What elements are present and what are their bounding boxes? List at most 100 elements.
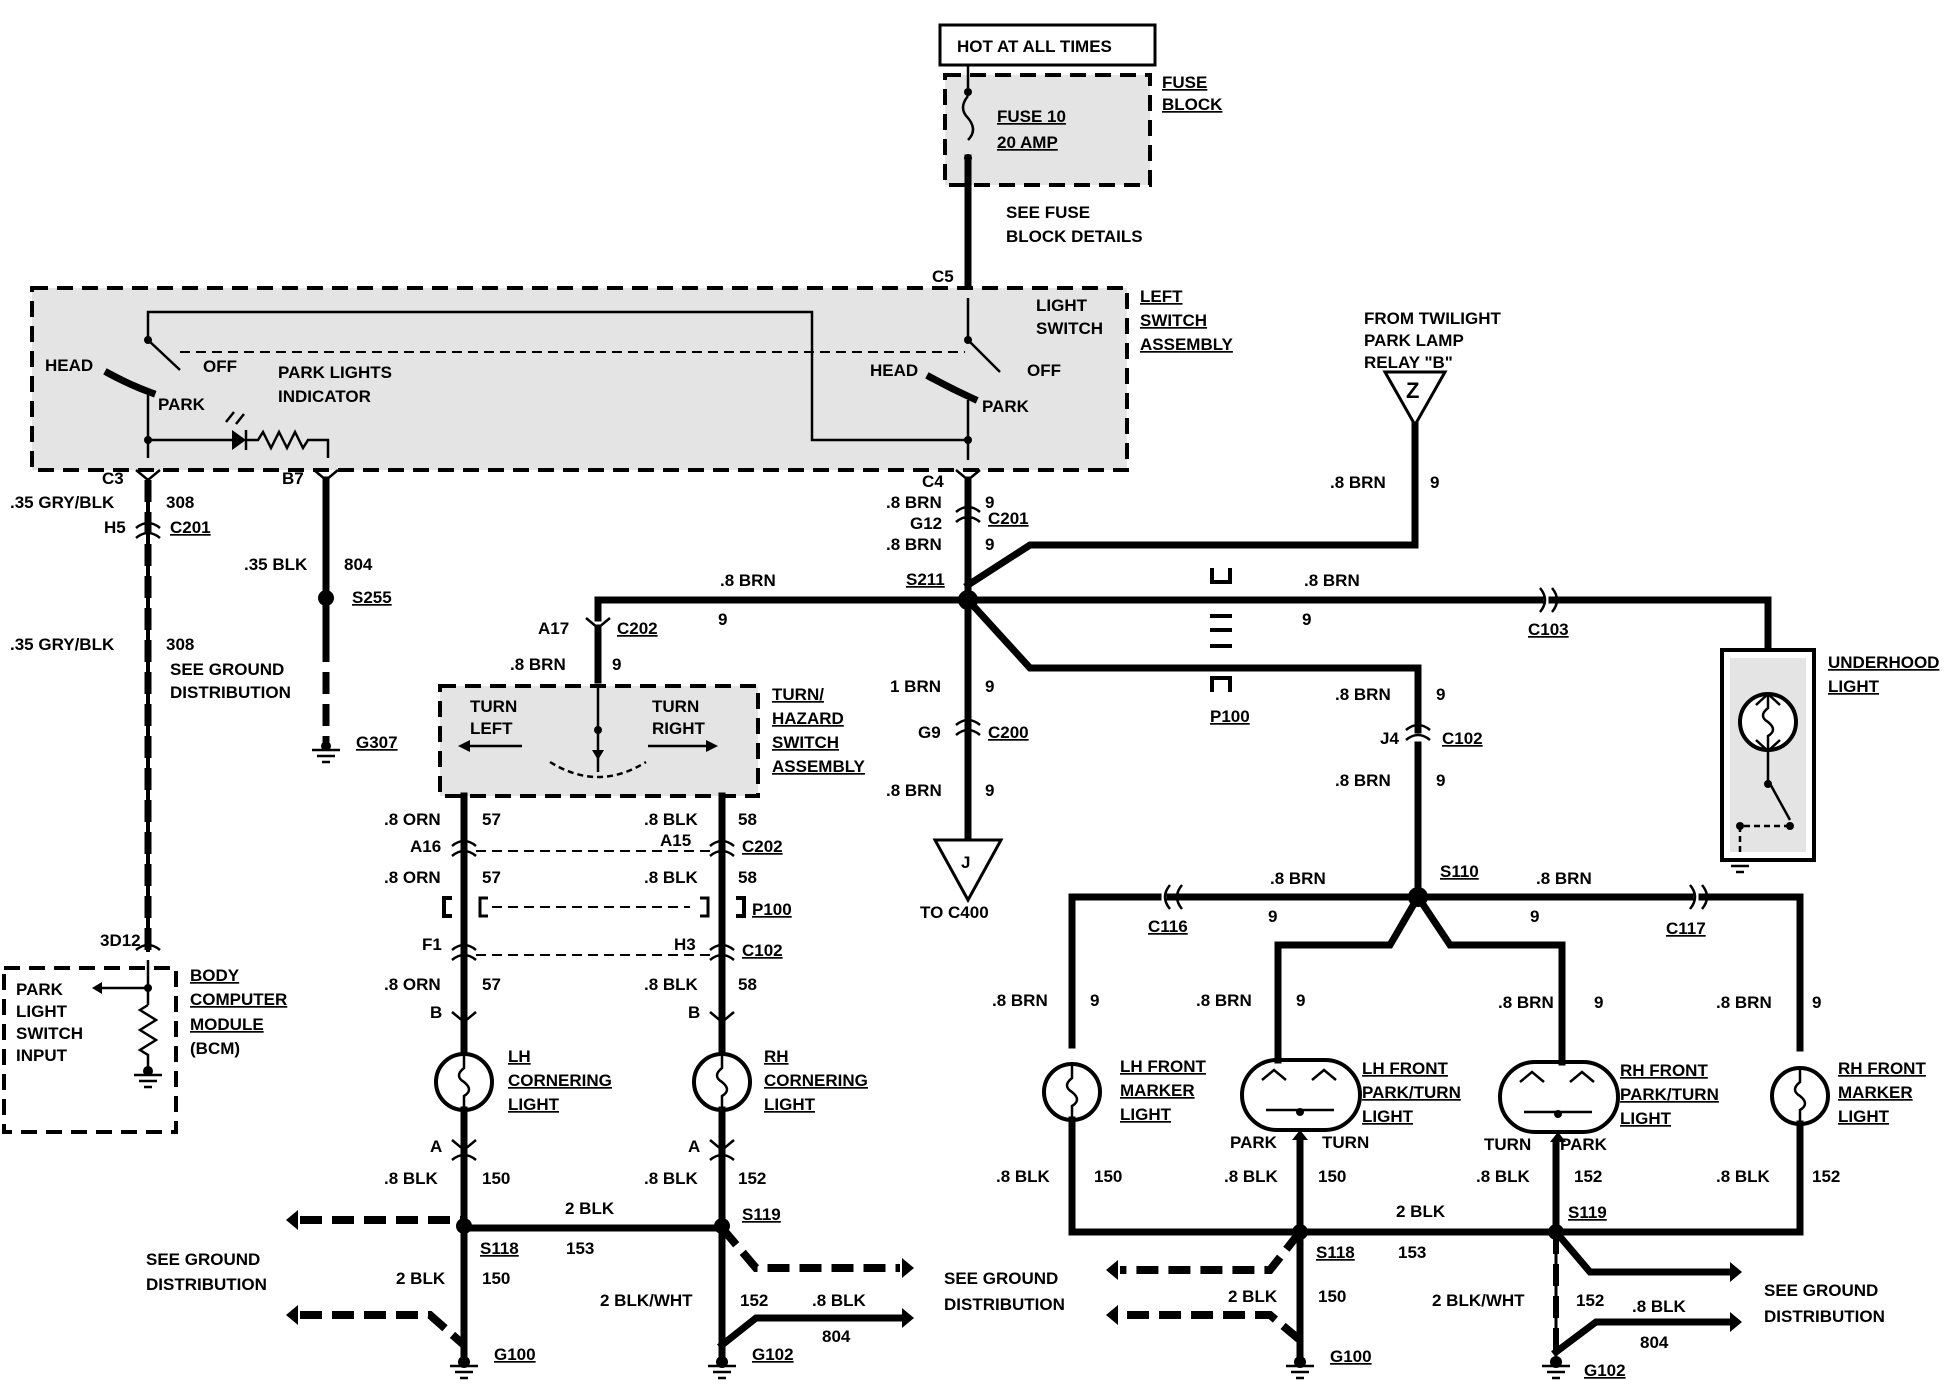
- n57-2: 57: [482, 868, 501, 887]
- n153-l: 153: [566, 1239, 594, 1258]
- circuit-804: B7 .35 BLK 804 S255 SEE GROUND DISTRIBUT…: [170, 469, 398, 764]
- park-pin-l: PARK: [1230, 1133, 1278, 1152]
- b-pin-r: B: [688, 1003, 700, 1022]
- bcm-input-1: PARK: [16, 980, 64, 999]
- brn-turn: .8 BRN: [510, 655, 566, 674]
- n150-f1: 150: [1094, 1167, 1122, 1186]
- n150-f3: 150: [1318, 1287, 1346, 1306]
- lh-corner-1: LH: [508, 1047, 531, 1066]
- a-pin-r: A: [688, 1137, 700, 1156]
- park-label-r: PARK: [982, 397, 1030, 416]
- fuse-amp-label: 20 AMP: [997, 133, 1058, 152]
- blk-150-f1: .8 BLK: [996, 1167, 1051, 1186]
- lh-cornering-light: LH CORNERING LIGHT: [434, 1047, 612, 1114]
- s118-label-l: S118: [480, 1239, 519, 1258]
- p100-label-r: P100: [1210, 707, 1250, 726]
- n153-f: 153: [1398, 1243, 1426, 1262]
- n9-g12: 9: [985, 535, 994, 554]
- blk-150: .8 BLK: [384, 1169, 439, 1188]
- brn-s211-left: .8 BRN: [720, 571, 776, 590]
- turn-left-2: LEFT: [470, 719, 513, 738]
- twilight-2: PARK LAMP: [1364, 331, 1464, 350]
- off-label-r: OFF: [1027, 361, 1061, 380]
- park-label-l: PARK: [158, 395, 206, 414]
- rh-park-3: LIGHT: [1620, 1109, 1672, 1128]
- n9-to-c117: 9: [1530, 907, 1539, 926]
- n9-c200: 9: [985, 781, 994, 800]
- rh-front-marker-light: RH FRONT MARKER LIGHT: [1770, 1059, 1926, 1126]
- lh-park-1: LH FRONT: [1362, 1059, 1449, 1078]
- n9-lh-marker: 9: [1090, 991, 1099, 1010]
- n152-f1: 152: [1574, 1167, 1602, 1186]
- turn-hazard-3: SWITCH: [772, 733, 839, 752]
- c201-label-c: C201: [988, 509, 1029, 528]
- see-ground-c3: SEE GROUND: [944, 1269, 1058, 1288]
- n9-c4: 9: [985, 493, 994, 512]
- switch-label: SWITCH: [1036, 319, 1103, 338]
- blk-58-2: .8 BLK: [644, 868, 699, 887]
- b7-label: B7: [282, 469, 304, 488]
- c202-label-c: C202: [742, 837, 783, 856]
- rh-corner-2: CORNERING: [764, 1071, 868, 1090]
- brn-to-c116: .8 BRN: [1270, 869, 1326, 888]
- underhood-label-1: UNDERHOOD: [1828, 653, 1939, 672]
- circuit-308: C3 .35 GRY/BLK 308 H5 C201 .35 GRY/BLK 3…: [10, 469, 211, 952]
- left-switch-asm-1: LEFT: [1140, 287, 1183, 306]
- to-c400-label: TO C400: [920, 903, 989, 922]
- j4-label: J4: [1380, 729, 1399, 748]
- rh-marker-1: RH FRONT: [1838, 1059, 1926, 1078]
- j-connector: J: [961, 853, 970, 872]
- n57-3: 57: [482, 975, 501, 994]
- turn-left-1: TURN: [470, 697, 517, 716]
- c200-label: C200: [988, 723, 1029, 742]
- see-ground-c2: DISTRIBUTION: [146, 1275, 267, 1294]
- blk-804-f: .8 BLK: [1632, 1297, 1687, 1316]
- n9-to-c116: 9: [1268, 907, 1277, 926]
- turn-hazard-1: TURN/: [772, 685, 824, 704]
- n9-turn: 9: [612, 655, 621, 674]
- turn-right-1: TURN: [652, 697, 699, 716]
- c4-label: C4: [922, 472, 944, 491]
- brn-1: 1 BRN: [890, 677, 941, 696]
- s211-label: S211: [906, 570, 945, 589]
- turn-hazard-4: ASSEMBLY: [772, 757, 866, 776]
- blk-152-f1: .8 BLK: [1476, 1167, 1531, 1186]
- blk2-150: 2 BLK: [396, 1269, 446, 1288]
- n152-2: 152: [740, 1291, 768, 1310]
- bcm-input-3: SWITCH: [16, 1024, 83, 1043]
- bcm-label-2: COMPUTER: [190, 990, 287, 1009]
- turn-hazard-2: HAZARD: [772, 709, 844, 728]
- c3-label: C3: [102, 469, 124, 488]
- p100-label-c: P100: [752, 900, 792, 919]
- turn-pin-l: TURN: [1322, 1133, 1369, 1152]
- brn-to-j4: .8 BRN: [1335, 685, 1391, 704]
- rh-marker-3: LIGHT: [1838, 1107, 1890, 1126]
- lh-marker-3: LIGHT: [1120, 1105, 1172, 1124]
- c102-label-c: C102: [742, 941, 783, 960]
- see-ground-c4: DISTRIBUTION: [944, 1295, 1065, 1314]
- n308-label-2: 308: [166, 635, 194, 654]
- blk-wht: 2 BLK/WHT: [600, 1291, 693, 1310]
- fuse-10-label: FUSE 10: [997, 107, 1066, 126]
- n9-j4-below: 9: [1436, 771, 1445, 790]
- cornering-circuits: .8 ORN 57 .8 BLK 58 A16 A15 C202 .8 ORN …: [384, 792, 792, 1062]
- lh-marker-1: LH FRONT: [1120, 1057, 1207, 1076]
- s119-label-l: S119: [742, 1205, 781, 1224]
- n9-to-j4: 9: [1436, 685, 1445, 704]
- n9-lh-park: 9: [1296, 991, 1305, 1010]
- off-label-l: OFF: [203, 357, 237, 376]
- body-computer-module: PARK LIGHT SWITCH INPUT BODY COMPUTER MO…: [2, 960, 287, 1134]
- see-ground-c1: SEE GROUND: [146, 1250, 260, 1269]
- turn-right-2: RIGHT: [652, 719, 706, 738]
- n152-1: 152: [738, 1169, 766, 1188]
- brn-c200: .8 BRN: [886, 781, 942, 800]
- orn-3: .8 ORN: [384, 975, 441, 994]
- head-label-r: HEAD: [870, 361, 918, 380]
- lh-park-2: PARK/TURN: [1362, 1083, 1461, 1102]
- park-pin-r: PARK: [1560, 1135, 1608, 1154]
- rh-front-park-turn-light: RH FRONT PARK/TURN LIGHT TURN PARK: [1484, 1044, 1719, 1154]
- light-label: LIGHT: [1036, 296, 1088, 315]
- brn-lh-marker: .8 BRN: [992, 991, 1048, 1010]
- center-trunk: J TO C400 C4 .8 BRN 9 G12 C201 .8 BRN 9 …: [718, 469, 1029, 922]
- c116-label: C116: [1148, 917, 1188, 936]
